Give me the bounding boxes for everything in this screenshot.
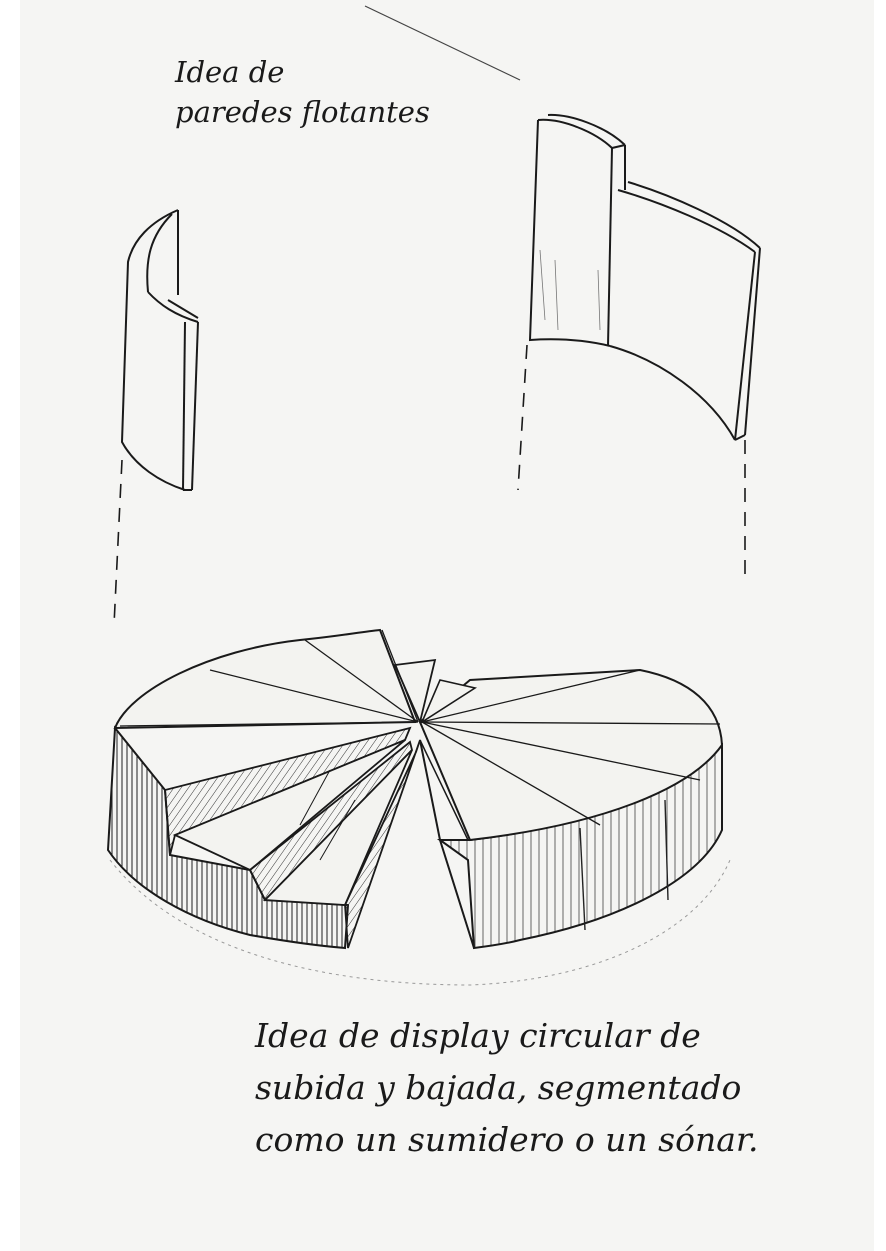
caption-line-3: como un sumidero o un sónar. [255,1114,759,1166]
caption-line-1: Idea de display circular de [255,1010,759,1062]
display-caption: Idea de display circular de subida y baj… [255,1010,759,1166]
segmented-circular-display [108,630,730,985]
title-note-line-1: Idea de [175,52,430,92]
caption-line-2: subida y bajada, segmentado [255,1062,759,1114]
floating-double-wall [518,115,760,575]
title-note-line-2: paredes flotantes [175,92,430,132]
floating-walls-note: Idea de paredes flotantes [175,52,430,132]
floating-curved-wall [114,210,198,625]
